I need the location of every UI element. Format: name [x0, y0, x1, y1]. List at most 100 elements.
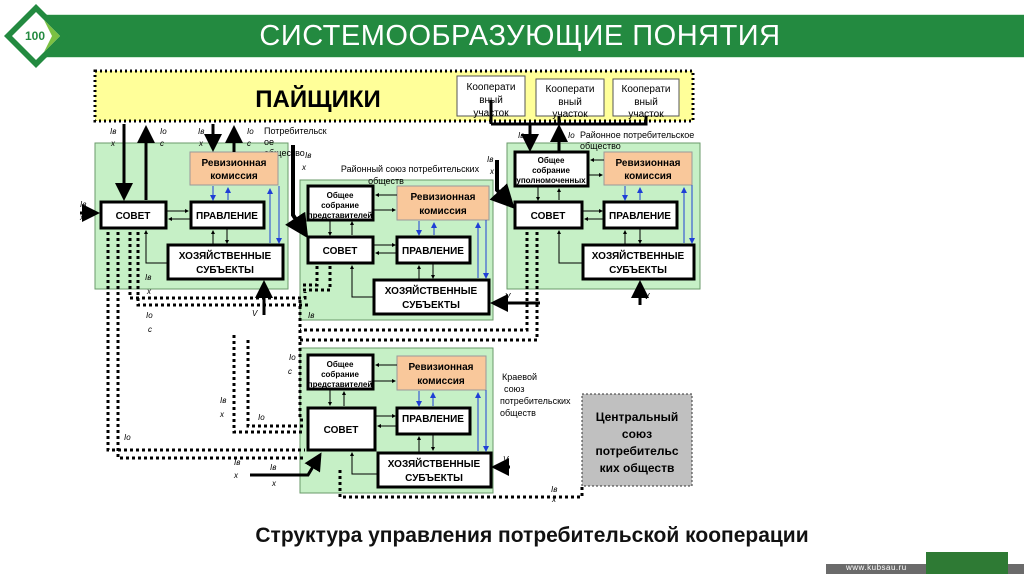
svg-text:V: V [503, 455, 509, 464]
svg-text:СОВЕТ: СОВЕТ [324, 425, 359, 436]
svg-text:ПРАВЛЕНИЕ: ПРАВЛЕНИЕ [402, 414, 464, 425]
svg-text:союз: союз [504, 384, 524, 394]
slide-caption: Структура управления потребительской коо… [255, 524, 809, 547]
svg-text:Iв: Iв [80, 200, 86, 209]
title-bar [44, 14, 1024, 58]
svg-text:обществ: обществ [500, 408, 536, 418]
org-district-consumer-society: Районное потребительское общество Общее … [489, 100, 701, 305]
svg-text:c: c [160, 139, 164, 148]
svg-text:ПРАВЛЕНИЕ: ПРАВЛЕНИЕ [609, 211, 671, 222]
svg-text:Потребительск: Потребительск [264, 126, 327, 136]
svg-text:Iв: Iв [518, 131, 524, 140]
svg-text:Ревизионная: Ревизионная [409, 362, 474, 373]
svg-text:собрание: собрание [321, 201, 359, 210]
svg-text:V: V [505, 292, 511, 301]
svg-text:ких обществ: ких обществ [600, 461, 675, 475]
svg-text:Iв: Iв [487, 155, 493, 164]
svg-text:Iв: Iв [110, 127, 116, 136]
svg-text:уполномоченных: уполномоченных [516, 176, 586, 185]
svg-text:комиссия: комиссия [210, 171, 258, 182]
svg-text:x: x [110, 139, 116, 148]
org-regional-union: Краевой союз потребительских обществ Общ… [250, 347, 571, 494]
svg-text:Iв: Iв [305, 151, 311, 160]
svg-text:обществ: обществ [368, 176, 404, 186]
svg-text:комиссия: комиссия [624, 171, 672, 182]
svg-text:ПРАВЛЕНИЕ: ПРАВЛЕНИЕ [402, 246, 464, 257]
svg-text:ХОЗЯЙСТВЕННЫЕ: ХОЗЯЙСТВЕННЫЕ [592, 249, 685, 262]
svg-text:потребительских: потребительских [500, 396, 571, 406]
svg-text:x: x [79, 213, 85, 222]
svg-text:Iо: Iо [258, 413, 265, 422]
svg-text:союз: союз [622, 427, 652, 441]
svg-text:собрание: собрание [532, 166, 570, 175]
svg-text:Iв: Iв [198, 127, 204, 136]
flow-labels: Iвx Iоc Iвx Iоc Iвx Iвx Iоc V Iвx Iв Iвx… [79, 127, 650, 504]
svg-text:Iо: Iо [160, 127, 167, 136]
svg-text:Общее: Общее [538, 156, 565, 165]
footer-url[interactable]: www.kubsau.ru [846, 563, 907, 572]
svg-text:x: x [146, 287, 152, 296]
svg-text:СОВЕТ: СОВЕТ [116, 211, 151, 222]
svg-text:Кооперати: Кооперати [467, 82, 516, 93]
svg-text:x: x [489, 167, 495, 176]
svg-text:комиссия: комиссия [417, 376, 465, 387]
svg-text:ХОЗЯЙСТВЕННЫЕ: ХОЗЯЙСТВЕННЫЕ [385, 284, 478, 297]
coop-site-2: Кооперати вный участок [535, 78, 605, 120]
svg-text:x: x [301, 163, 307, 172]
svg-text:Ревизионная: Ревизионная [616, 158, 681, 169]
svg-text:СУБЪЕКТЫ: СУБЪЕКТЫ [405, 473, 463, 484]
svg-text:представителей: представителей [308, 380, 373, 389]
central-union: Центральный союз потребительс ких общест… [581, 393, 693, 487]
svg-text:СУБЪЕКТЫ: СУБЪЕКТЫ [609, 265, 667, 276]
svg-text:x: x [551, 495, 557, 504]
svg-text:Iв: Iв [234, 458, 240, 467]
svg-text:c: c [247, 139, 251, 148]
svg-text:участок: участок [552, 109, 588, 120]
svg-text:x: x [233, 471, 239, 480]
svg-text:Ревизионная: Ревизионная [411, 192, 476, 203]
footer-bar [826, 564, 1024, 574]
svg-text:общество: общество [580, 141, 621, 151]
svg-text:Iо: Iо [124, 433, 131, 442]
svg-text:СУБЪЕКТЫ: СУБЪЕКТЫ [196, 265, 254, 276]
svg-text:Краевой: Краевой [502, 372, 537, 382]
svg-text:Iо: Iо [568, 131, 575, 140]
svg-text:100: 100 [25, 29, 45, 43]
svg-text:вный: вный [558, 97, 582, 108]
svg-text:V: V [252, 309, 258, 318]
footer-accent [926, 552, 1008, 574]
svg-text:собрание: собрание [321, 370, 359, 379]
svg-text:вный: вный [634, 97, 658, 108]
slide-title: СИСТЕМООБРАЗУЮЩИЕ ПОНЯТИЯ [259, 20, 781, 52]
university-logo: 100 [2, 2, 70, 70]
svg-text:ое: ое [264, 137, 274, 147]
svg-text:Районный союз потребительских: Районный союз потребительских [341, 164, 480, 174]
svg-text:СОВЕТ: СОВЕТ [531, 211, 566, 222]
svg-text:ХОЗЯЙСТВЕННЫЕ: ХОЗЯЙСТВЕННЫЕ [179, 249, 272, 262]
svg-text:ПРАВЛЕНИЕ: ПРАВЛЕНИЕ [196, 211, 258, 222]
svg-text:Общее: Общее [327, 360, 354, 369]
svg-text:СОВЕТ: СОВЕТ [323, 246, 358, 257]
svg-text:Центральный: Центральный [596, 410, 679, 424]
svg-text:c: c [288, 367, 292, 376]
svg-text:комиссия: комиссия [419, 206, 467, 217]
svg-text:Ревизионная: Ревизионная [202, 158, 267, 169]
svg-text:Iо: Iо [289, 353, 296, 362]
svg-text:ХОЗЯЙСТВЕННЫЕ: ХОЗЯЙСТВЕННЫЕ [388, 457, 481, 470]
svg-text:x: x [198, 139, 204, 148]
svg-text:V: V [644, 292, 650, 301]
svg-text:общество: общество [264, 148, 305, 158]
svg-text:СУБЪЕКТЫ: СУБЪЕКТЫ [402, 300, 460, 311]
svg-text:представителей: представителей [308, 211, 373, 220]
svg-text:Iв: Iв [270, 463, 276, 472]
shareholders-label: ПАЙЩИКИ [255, 85, 380, 113]
svg-text:Кооперати: Кооперати [546, 84, 595, 95]
svg-text:Общее: Общее [327, 191, 354, 200]
svg-text:Iв: Iв [220, 396, 226, 405]
svg-text:Iв: Iв [551, 485, 557, 494]
info-flow-dotted-lines [106, 232, 584, 499]
svg-text:потребительс: потребительс [595, 444, 678, 458]
svg-text:Iо: Iо [247, 127, 254, 136]
svg-text:Iо: Iо [146, 311, 153, 320]
